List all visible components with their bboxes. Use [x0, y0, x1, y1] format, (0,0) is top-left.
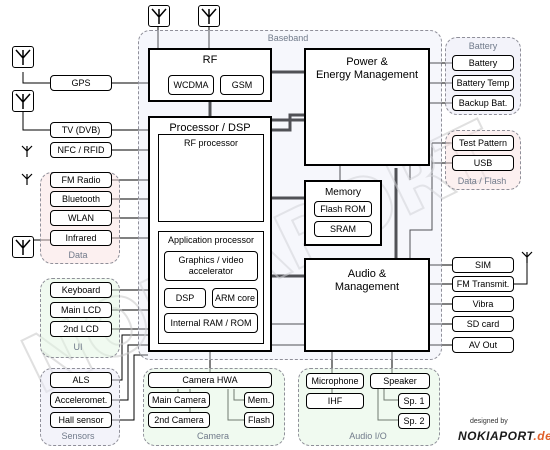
test-pattern-box: Test Pattern [452, 135, 514, 151]
backup-battery-box: Backup Bat. [452, 95, 514, 111]
logo-suffix-text: .de [533, 429, 550, 443]
second-lcd-box: 2nd LCD [50, 321, 112, 337]
antenna-icon [12, 46, 34, 68]
second-camera-box: 2nd Camera [148, 412, 210, 428]
antenna-icon [12, 236, 34, 258]
fm-transmitter-box: FM Transmit. [452, 276, 514, 292]
gsm-box: GSM [220, 75, 264, 95]
camera-flash-box: Flash [244, 412, 274, 428]
rf-processor-label: RF processor [183, 138, 238, 148]
internal-ram-rom-box: Internal RAM / ROM [164, 313, 258, 333]
camera-mem-box: Mem. [244, 392, 274, 408]
tv-dvb-box: TV (DVB) [50, 122, 112, 138]
power-management-block: Power & Energy Management [304, 48, 430, 166]
antenna-icon [148, 5, 170, 27]
zone-battery-label: Battery [468, 41, 498, 51]
antenna-icon [520, 250, 534, 269]
infrared-box: Infrared [50, 230, 112, 246]
usb-box: USB [452, 155, 514, 171]
memory-label: Memory [324, 187, 362, 198]
main-lcd-box: Main LCD [50, 302, 112, 318]
designed-by-label: designed by [470, 418, 508, 425]
logo-main-text: NOKIAPORT [458, 429, 534, 443]
antenna-icon [12, 90, 34, 112]
keyboard-box: Keyboard [50, 282, 112, 298]
sram-box: SRAM [314, 221, 372, 237]
accelerometer-box: Acceleromet. [50, 392, 112, 408]
av-out-box: AV Out [452, 337, 514, 353]
application-processor-label: Application processor [167, 235, 255, 245]
zone-sensors-label: Sensors [61, 431, 95, 441]
rf-processor-block: RF processor [158, 134, 264, 222]
sd-card-box: SD card [452, 316, 514, 332]
zone-data-label: Data [68, 250, 88, 260]
processor-dsp-label: Processor / DSP [169, 122, 251, 134]
antenna-icon [198, 5, 220, 27]
power-management-label: Power & Energy Management [315, 56, 419, 81]
bluetooth-box: Bluetooth [50, 191, 112, 207]
speaker-2-box: Sp. 2 [398, 413, 430, 429]
sim-box: SIM [452, 257, 514, 273]
microphone-box: Microphone [306, 373, 364, 389]
zone-baseband-label: Baseband [267, 33, 309, 43]
wcdma-box: WCDMA [168, 75, 214, 95]
zone-data-flash-label: Data / Flash [457, 176, 507, 186]
nfc-rfid-box: NFC / RFID [50, 142, 112, 158]
speaker-box: Speaker [370, 373, 430, 389]
fm-radio-box: FM Radio [50, 172, 112, 188]
flash-rom-box: Flash ROM [314, 201, 372, 217]
zone-audio-io-label: Audio I/O [349, 431, 387, 441]
wlan-box: WLAN [50, 210, 112, 226]
hall-sensor-box: Hall sensor [50, 412, 112, 428]
nokiaport-logo: NOKIAPORT.de [458, 429, 550, 443]
zone-camera-label: Camera [196, 431, 229, 441]
zone-ui-label: UI [73, 342, 83, 352]
dsp-box: DSP [164, 288, 206, 308]
ihf-box: IHF [306, 393, 364, 409]
vibra-box: Vibra [452, 296, 514, 312]
antenna-icon [20, 172, 34, 191]
audio-management-label: Audio & Management [334, 268, 400, 293]
speaker-1-box: Sp. 1 [398, 393, 430, 409]
als-box: ALS [50, 372, 112, 388]
antenna-icon [20, 144, 34, 163]
main-camera-box: Main Camera [148, 392, 210, 408]
battery-box: Battery [452, 55, 514, 71]
arm-core-box: ARM core [212, 288, 258, 308]
gps-box: GPS [50, 75, 112, 91]
graphics-accelerator-box: Graphics / video accelerator [164, 251, 258, 281]
audio-management-block: Audio & Management [304, 258, 430, 352]
battery-temp-box: Battery Temp [452, 75, 514, 91]
camera-hwa-box: Camera HWA [148, 372, 272, 388]
rf-block-label: RF [202, 54, 218, 66]
